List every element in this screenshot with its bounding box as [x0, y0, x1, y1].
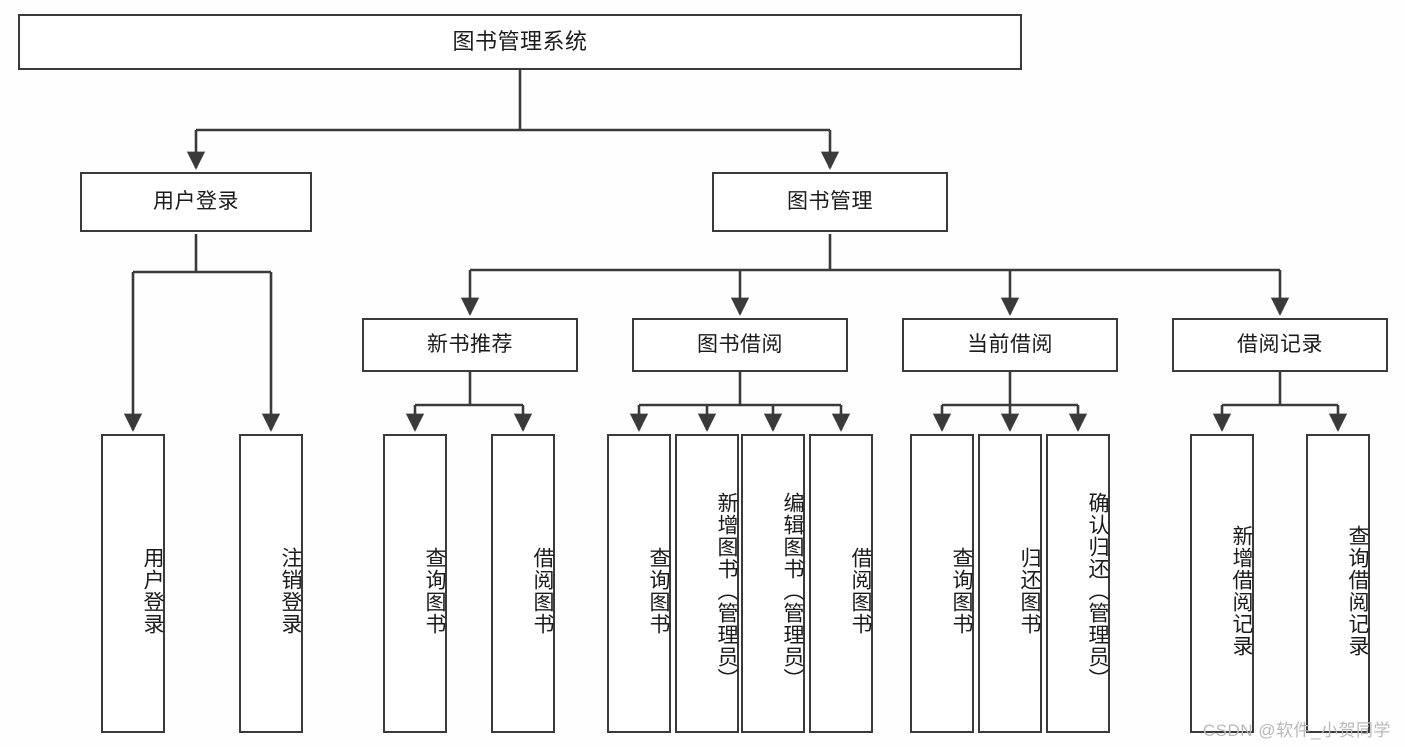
node-label: 新书推荐	[427, 333, 513, 357]
node-label: 归还图书	[1018, 546, 1041, 635]
node-label: 用户登录	[141, 546, 164, 635]
node-label: 注销登录	[279, 546, 302, 635]
node-book-management[interactable]: 图书管理	[712, 172, 948, 232]
node-user-login[interactable]: 用户登录	[80, 172, 312, 232]
node-label: 新增借阅记录	[1230, 524, 1253, 657]
node-label: 新增图书（管理员）	[715, 491, 738, 690]
node-label: 编辑图书（管理员）	[781, 491, 804, 690]
node-book-borrow[interactable]: 图书借阅	[632, 318, 848, 372]
node-label: 借阅图书	[531, 546, 554, 635]
node-label: 当前借阅	[967, 333, 1053, 357]
leaf-current-confirm-return-admin[interactable]: 确认归还（管理员）	[1046, 434, 1110, 733]
node-root-book-management-system[interactable]: 图书管理系统	[18, 14, 1022, 70]
node-label: 确认归还（管理员）	[1086, 491, 1109, 690]
leaf-recommend-borrow-book[interactable]: 借阅图书	[491, 434, 555, 733]
node-label: 图书管理系统	[452, 28, 588, 54]
leaf-current-query-book[interactable]: 查询图书	[910, 434, 974, 733]
node-label: 图书借阅	[697, 333, 783, 357]
node-label: 查询图书	[423, 546, 446, 635]
leaf-recommend-query-book[interactable]: 查询图书	[383, 434, 447, 733]
leaf-borrow-query-book[interactable]: 查询图书	[607, 434, 671, 733]
leaf-borrow-edit-book-admin[interactable]: 编辑图书（管理员）	[741, 434, 805, 733]
leaf-borrow-borrow-book[interactable]: 借阅图书	[809, 434, 873, 733]
node-label: 查询借阅记录	[1346, 524, 1369, 657]
node-label: 图书管理	[787, 190, 873, 214]
node-borrow-record[interactable]: 借阅记录	[1172, 318, 1388, 372]
node-new-book-recommend[interactable]: 新书推荐	[362, 318, 578, 372]
node-label: 查询图书	[950, 546, 973, 635]
node-label: 借阅记录	[1237, 333, 1323, 357]
leaf-record-query-borrow-record[interactable]: 查询借阅记录	[1306, 434, 1370, 733]
leaf-user-login[interactable]: 用户登录	[101, 434, 165, 733]
leaf-logout-login[interactable]: 注销登录	[239, 434, 303, 733]
node-current-borrow[interactable]: 当前借阅	[902, 318, 1118, 372]
node-label: 查询图书	[647, 546, 670, 635]
leaf-record-add-borrow-record[interactable]: 新增借阅记录	[1190, 434, 1254, 733]
leaf-borrow-add-book-admin[interactable]: 新增图书（管理员）	[675, 434, 739, 733]
leaf-current-return-book[interactable]: 归还图书	[978, 434, 1042, 733]
node-label: 用户登录	[153, 190, 239, 214]
node-label: 借阅图书	[849, 546, 872, 635]
